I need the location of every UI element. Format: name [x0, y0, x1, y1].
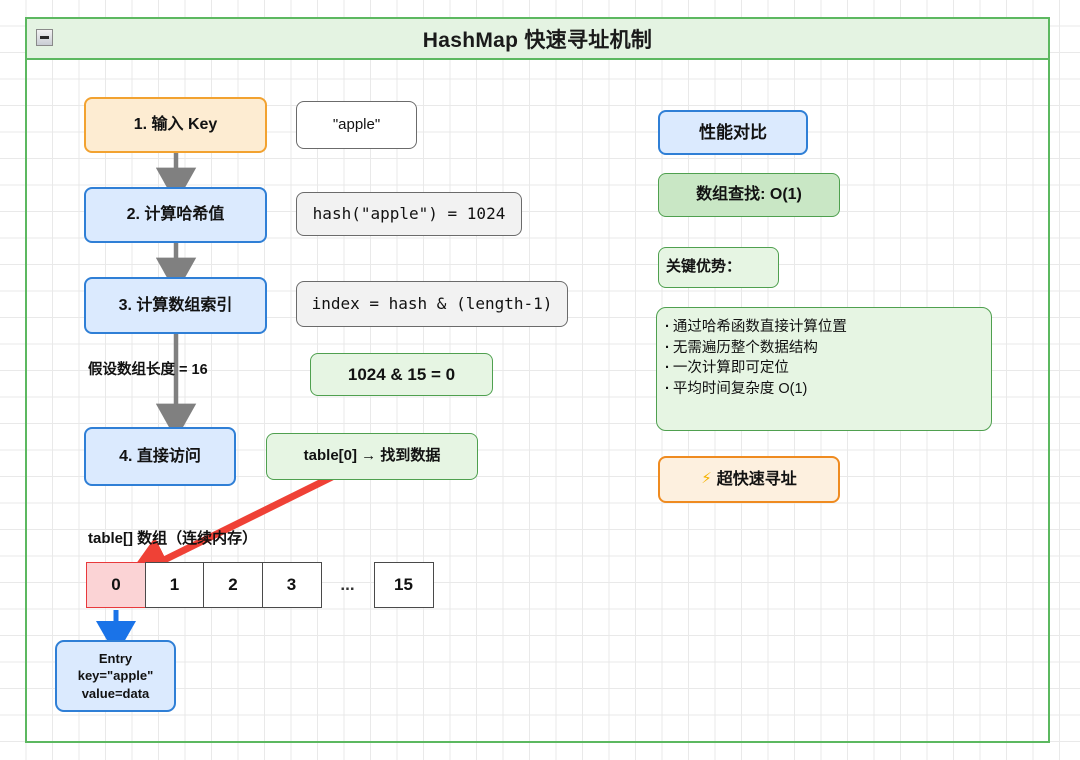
- index-expression-box: index = hash & (length-1): [296, 281, 568, 327]
- table-array-row: 0 1 2 3 ... 15: [86, 562, 434, 608]
- flow-step-3-label: 3. 计算数组索引: [118, 296, 233, 314]
- key-value-text: "apple": [332, 115, 381, 133]
- and-result-text: 1024 & 15 = 0: [347, 364, 456, 384]
- array-cell-1[interactable]: 1: [144, 562, 205, 608]
- fast-addressing-badge: ⚡ 超快速寻址: [658, 456, 840, 503]
- flow-step-2-label: 2. 计算哈希值: [126, 206, 225, 223]
- array-cell-2[interactable]: 2: [203, 562, 263, 608]
- array-lookup-metric-box: 数组查找: O(1): [658, 173, 840, 217]
- lookup-result-text: table[0] → 找到数据: [303, 447, 441, 465]
- index-expression-text: index = hash & (length-1): [311, 294, 553, 313]
- lookup-result-box: table[0] → 找到数据: [266, 433, 478, 480]
- advantage-item-3: 一次计算即可定位: [665, 358, 983, 379]
- flow-step-1-label: 1. 输入 Key: [133, 116, 218, 133]
- flow-step-1[interactable]: 1. 输入 Key: [84, 97, 267, 153]
- lightning-icon: ⚡: [701, 470, 712, 488]
- minus-icon[interactable]: [36, 29, 53, 46]
- fast-addressing-label: 超快速寻址: [716, 470, 797, 488]
- advantage-item-1: 通过哈希函数直接计算位置: [665, 317, 983, 338]
- advantages-list: 通过哈希函数直接计算位置 无需遍历整个数据结构 一次计算即可定位 平均时间复杂度…: [665, 317, 983, 399]
- array-cell-15[interactable]: 15: [373, 562, 434, 608]
- hash-expression-text: hash("apple") = 1024: [312, 204, 506, 223]
- performance-heading-box[interactable]: 性能对比: [658, 110, 808, 155]
- array-cell-3[interactable]: 3: [261, 562, 322, 608]
- advantage-item-2: 无需遍历整个数据结构: [665, 338, 983, 359]
- array-cell-0[interactable]: 0: [86, 562, 146, 608]
- array-caption: table[] 数组（连续内存）: [88, 530, 258, 547]
- diagram-container: HashMap 快速寻址机制: [25, 17, 1050, 743]
- entry-title: Entry: [98, 651, 133, 667]
- and-result-box: 1024 & 15 = 0: [310, 353, 493, 396]
- hash-expression-box: hash("apple") = 1024: [296, 192, 522, 236]
- flow-step-3[interactable]: 3. 计算数组索引: [84, 277, 267, 334]
- diagram-title-bar: HashMap 快速寻址机制: [27, 19, 1048, 60]
- advantages-heading-box: 关键优势：: [658, 247, 779, 288]
- performance-heading-label: 性能对比: [699, 122, 767, 142]
- entry-node: Entry key="apple" value=data: [55, 640, 176, 712]
- page-title: HashMap 快速寻址机制: [422, 28, 653, 52]
- flow-step-4[interactable]: 4. 直接访问: [84, 427, 236, 486]
- key-value-box: "apple": [296, 101, 417, 149]
- flow-step-2[interactable]: 2. 计算哈希值: [84, 187, 267, 243]
- entry-key: key="apple": [77, 668, 154, 684]
- advantages-heading-label: 关键优势：: [666, 258, 742, 276]
- entry-value: value=data: [81, 685, 150, 701]
- flow-step-4-label: 4. 直接访问: [119, 447, 201, 465]
- array-length-assumption-label: 假设数组长度 = 16: [88, 362, 208, 378]
- advantages-list-box: 通过哈希函数直接计算位置 无需遍历整个数据结构 一次计算即可定位 平均时间复杂度…: [656, 307, 992, 431]
- advantage-item-4: 平均时间复杂度 O(1): [665, 379, 983, 400]
- array-ellipsis: ...: [340, 575, 355, 594]
- array-lookup-metric-label: 数组查找: O(1): [696, 186, 802, 203]
